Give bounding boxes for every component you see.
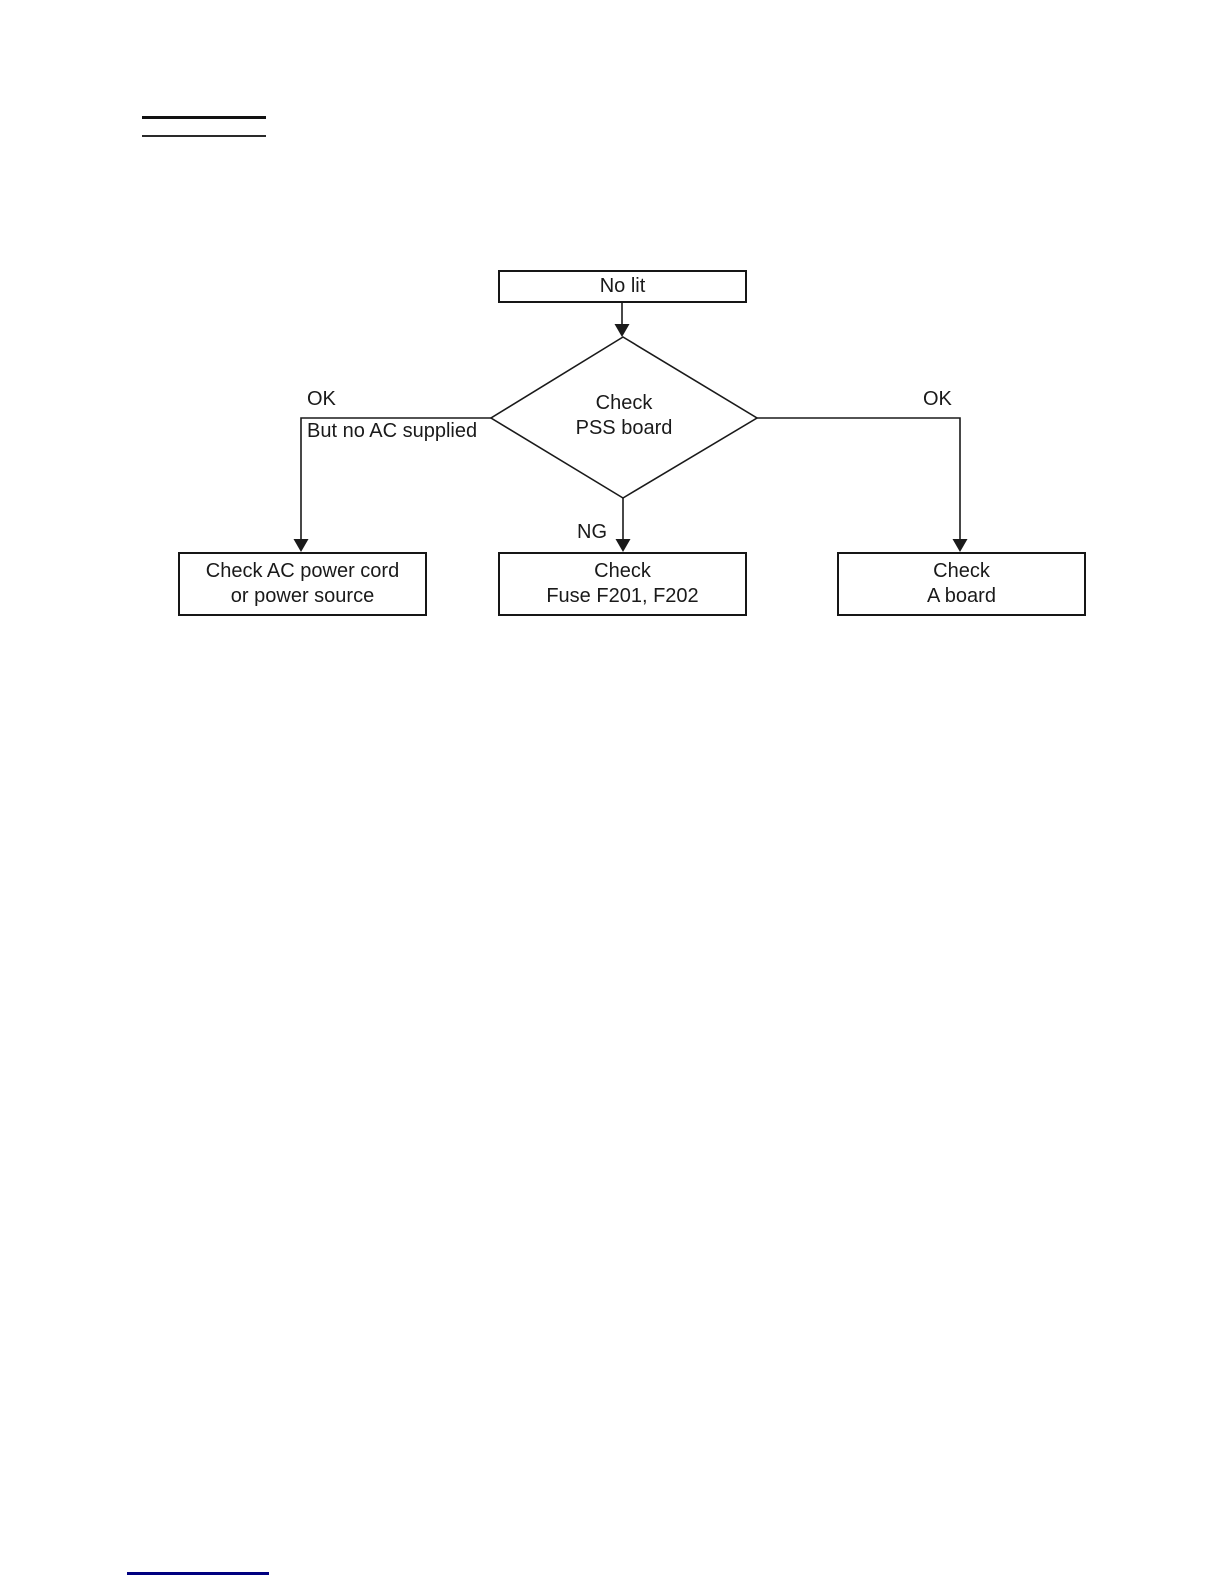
arrowhead-down-branch — [615, 539, 631, 552]
edge-label-ok-right: OK — [923, 388, 952, 410]
outcome-node-check-a-board: Check A board — [837, 552, 1086, 616]
outcome-node-check-fuse: Check Fuse F201, F202 — [498, 552, 747, 616]
outcome-a-board-line1: Check — [933, 560, 990, 582]
start-node: No lit — [498, 270, 747, 303]
outcome-a-board-line2: A board — [927, 585, 996, 607]
decision-node-label: Check PSS board — [524, 391, 724, 441]
decision-label-line2: PSS board — [575, 417, 673, 439]
edge-right-branch — [757, 417, 961, 539]
header-rule-thin — [142, 135, 266, 137]
decision-label-line1: Check — [595, 392, 653, 414]
start-node-label: No lit — [599, 275, 646, 297]
edge-label-ng: NG — [577, 521, 607, 543]
arrowhead-left-branch — [293, 539, 309, 552]
edge-label-ok-left: OK — [307, 388, 336, 410]
footer-rule — [127, 1572, 269, 1575]
outcome-ac-power-line1: Check AC power cord — [205, 560, 400, 582]
edge-label-but-no-ac-supplied: But no AC supplied — [307, 420, 478, 442]
header-rule-thick — [142, 116, 266, 119]
outcome-ac-power-line2: or power source — [230, 585, 375, 607]
outcome-fuse-line2: Fuse F201, F202 — [546, 585, 699, 607]
outcome-node-check-ac-power: Check AC power cord or power source — [178, 552, 427, 616]
arrowhead-right-branch — [952, 539, 968, 552]
outcome-fuse-line1: Check — [594, 560, 651, 582]
arrowhead-start-to-decision — [614, 324, 630, 337]
